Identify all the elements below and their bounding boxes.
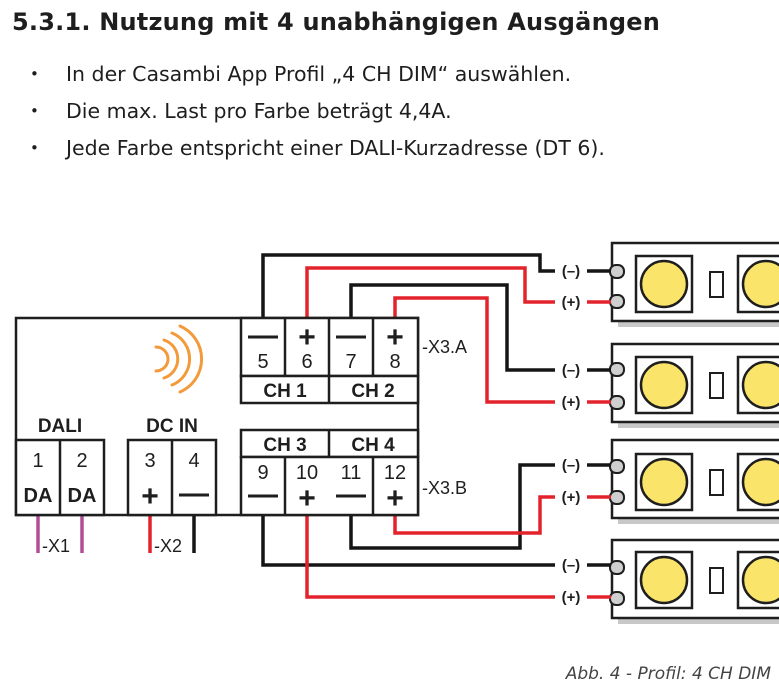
terminal-symbol: DA (24, 485, 53, 507)
connector-label-x2: -X2 (154, 536, 182, 556)
terminal-symbol: DA (68, 485, 97, 507)
bullet-dot: • (30, 102, 39, 120)
bullet-dot: • (30, 65, 39, 83)
bullet-list: • In der Casambi App Profil „4 CH DIM“ au… (30, 56, 605, 167)
polarity-pos-label: (+) (562, 489, 581, 506)
led-chip (741, 555, 779, 605)
led-chip (639, 360, 689, 410)
terminal-number: 11 (341, 462, 362, 484)
terminal-number: 10 (296, 462, 318, 484)
section-heading: 5.3.1. Nutzung mit 4 unabhängigen Ausgän… (12, 8, 661, 36)
led-chip (741, 457, 779, 507)
wire-ch2-pos (393, 296, 555, 404)
terminal-number: 2 (76, 450, 87, 472)
polarity-neg-label: (–) (562, 557, 580, 574)
bullet-dot: • (30, 139, 39, 157)
terminal-symbol: — (248, 478, 278, 511)
terminal-number: 12 (384, 462, 406, 484)
polarity-neg-label: (–) (562, 457, 580, 474)
terminal-symbol: + (386, 482, 404, 515)
terminal-symbol: — (336, 478, 366, 511)
connector-label-x1: -X1 (42, 536, 70, 556)
terminal-symbol: — (248, 319, 278, 352)
led-strip (609, 342, 779, 428)
channel-label-ch1: CH 1 (263, 381, 307, 402)
figure-caption: Abb. 4 - Profil: 4 CH DIM (565, 664, 771, 684)
channel-label-ch2: CH 2 (351, 381, 394, 402)
wire-ch4-pos (393, 495, 555, 535)
wire-ch3-pos (305, 515, 555, 599)
dali-label: DALI (38, 416, 82, 437)
terminal-symbol: — (179, 477, 209, 510)
wire-ch1-neg (261, 253, 555, 318)
wire-ch3-neg (261, 515, 555, 567)
bullet-text: In der Casambi App Profil „4 CH DIM“ aus… (66, 62, 572, 86)
x3a-terminal-block: — + — + 5 6 7 8 CH 1 CH 2 (239, 316, 420, 405)
controller-device: DALI DC IN 1 2 DA DA 3 4 + — (14, 316, 467, 556)
terminal-number: 6 (301, 351, 312, 373)
polarity-labels: (–) (+) (–) (+) (–) (+) (–) (+) (562, 263, 581, 606)
terminal-number: 5 (257, 351, 268, 373)
terminal-number: 7 (345, 351, 356, 373)
bullet-item: • Die max. Last pro Farbe beträgt 4,4A. (30, 93, 605, 130)
led-chip (639, 457, 689, 507)
terminal-number: 8 (389, 351, 400, 373)
polarity-pos-label: (+) (562, 294, 581, 311)
terminal-number: 9 (257, 462, 268, 484)
bullet-item: • In der Casambi App Profil „4 CH DIM“ au… (30, 56, 605, 93)
x3b-terminal-block: CH 3 CH 4 9 10 11 12 — + — + (239, 428, 420, 517)
led-chip (741, 360, 779, 410)
wire-ch1-pos (305, 266, 555, 318)
polarity-neg-label: (–) (562, 362, 580, 379)
wireless-icon (154, 324, 204, 394)
dc-in-label: DC IN (146, 416, 198, 437)
bullet-text: Jede Farbe entspricht einer DALI-Kurzadr… (66, 136, 605, 160)
bullet-item: • Jede Farbe entspricht einer DALI-Kurzad… (30, 130, 605, 167)
dc-in-terminal-block: 3 4 + — (126, 438, 218, 517)
polarity-pos-label: (+) (562, 394, 581, 411)
bullet-text: Die max. Last pro Farbe beträgt 4,4A. (66, 99, 452, 123)
dali-terminal-block: 1 2 DA DA (14, 438, 106, 517)
terminal-symbol: + (298, 321, 316, 354)
terminal-symbol: + (386, 321, 404, 354)
led-strips (609, 241, 779, 624)
wire-ch2-neg (349, 283, 555, 372)
connector-label-x3b: -X3.B (422, 478, 467, 498)
led-strip (609, 438, 779, 524)
terminal-number: 4 (188, 450, 199, 472)
terminal-symbol: + (141, 480, 159, 513)
polarity-neg-label: (–) (562, 263, 580, 280)
polarity-pos-label: (+) (562, 589, 581, 606)
terminal-symbol: + (298, 482, 316, 515)
led-strip (609, 241, 779, 327)
terminal-number: 3 (144, 450, 155, 472)
connector-label-x3a: -X3.A (422, 337, 467, 357)
led-chip (639, 259, 689, 309)
led-strip (609, 538, 779, 624)
led-chip (741, 259, 779, 309)
channel-label-ch4: CH 4 (351, 435, 395, 456)
wires (36, 253, 611, 599)
channel-label-ch3: CH 3 (263, 435, 306, 456)
terminal-number: 1 (32, 450, 43, 472)
terminal-symbol: — (336, 319, 366, 352)
wire-ch4-neg (349, 463, 555, 550)
led-chip (639, 555, 689, 605)
